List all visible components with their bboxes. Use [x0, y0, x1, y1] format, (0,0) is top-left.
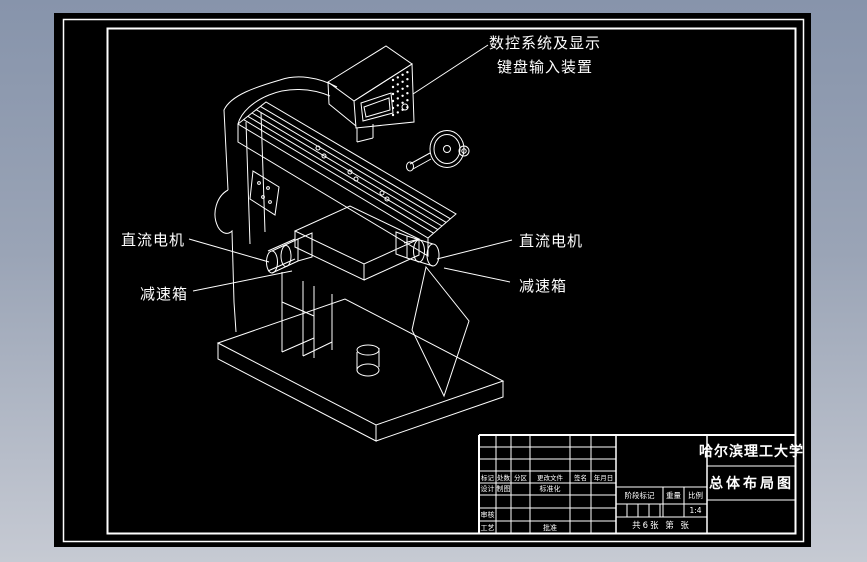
drawing-canvas[interactable] — [54, 13, 811, 547]
column-panel — [249, 170, 280, 216]
cnc-control-box — [327, 45, 415, 143]
sheet-frame — [62, 18, 805, 543]
right-support — [411, 265, 470, 398]
titleblock-stage-mark: 阶段标记 — [624, 491, 655, 500]
titleblock-design: 设计 — [480, 485, 495, 493]
titleblock-process: 工艺 — [480, 523, 495, 532]
titleblock-approve: 批准 — [543, 523, 557, 532]
titleblock-audit: 审核 — [480, 510, 495, 519]
titleblock-sheet-info: 共6张 第 张 — [632, 521, 691, 531]
label-gearbox-right: 减速箱 — [519, 277, 568, 295]
titleblock-rev-signature: 签名 — [574, 474, 587, 482]
right-motor — [395, 231, 440, 267]
titleblock-scale-value: 1:4 — [689, 506, 702, 515]
left-motor — [266, 232, 313, 274]
titleblock-standardization: 标准化 — [539, 485, 561, 493]
label-cnc-system-line2: 键盘输入装置 — [497, 58, 594, 76]
titleblock-rev-count: 处数 — [497, 474, 510, 482]
knee-slide — [281, 272, 333, 358]
titleblock-draft: 制图 — [496, 485, 511, 493]
label-cnc-system-line1: 数控系统及显示 — [489, 34, 602, 52]
titleblock-rev-date: 年月日 — [593, 474, 614, 482]
title-block-grid — [478, 434, 796, 534]
titleblock-weight: 重量 — [666, 491, 681, 500]
machine-drawing — [214, 45, 505, 442]
label-dc-motor-left: 直流电机 — [121, 231, 186, 249]
label-gearbox-left: 减速箱 — [140, 285, 189, 303]
titleblock-rev-zone: 分区 — [514, 474, 527, 482]
titleblock-drawing-title: 总体布局图 — [709, 476, 794, 492]
titleblock-rev-changefile: 更改文件 — [537, 474, 563, 482]
machine-column — [223, 76, 338, 191]
keypad-dots — [391, 71, 409, 117]
titleblock-scale-label: 比例 — [688, 491, 703, 500]
leader-lines — [188, 44, 513, 292]
handwheel — [406, 130, 470, 172]
crt-screen — [360, 92, 394, 122]
titleblock-university: 哈尔滨理工大学 — [699, 443, 804, 460]
label-dc-motor-right: 直流电机 — [519, 232, 584, 250]
titleblock-rev-mark: 标记 — [481, 474, 494, 482]
worktable — [237, 101, 457, 239]
machine-base — [216, 298, 505, 426]
